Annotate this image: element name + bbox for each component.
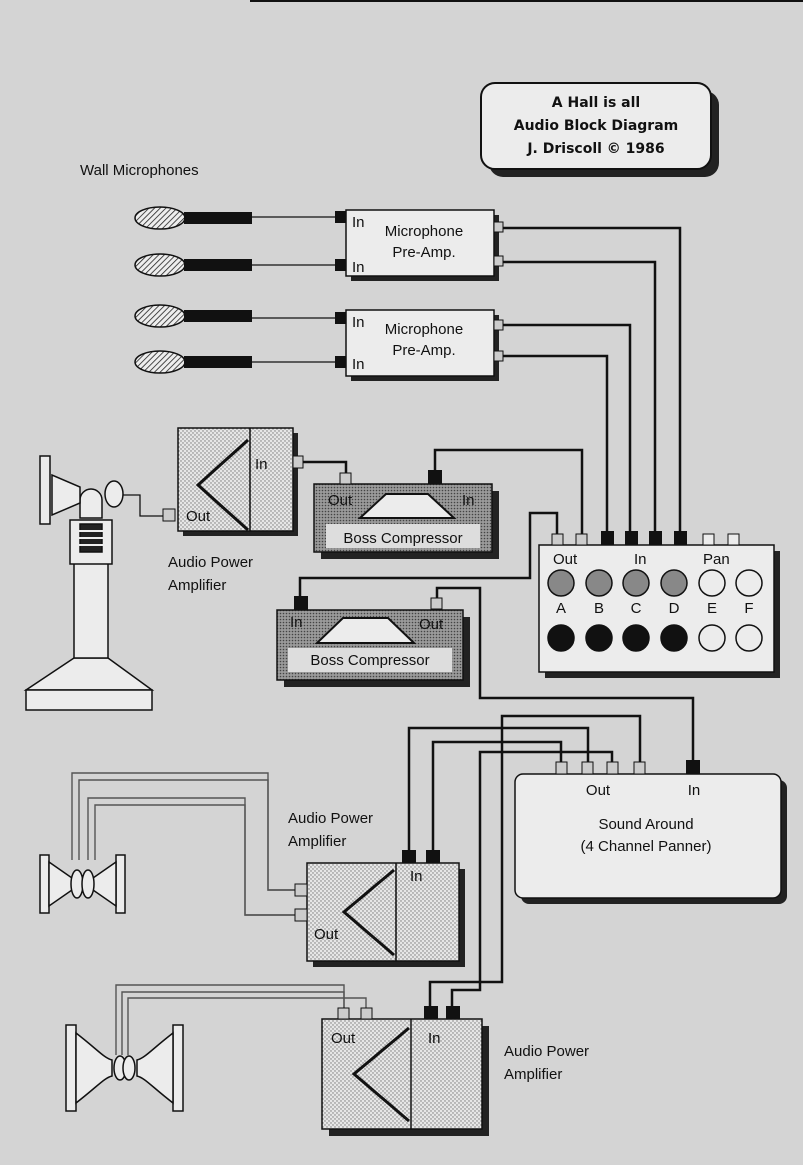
pan-knob-e — [698, 569, 726, 597]
double-horn-speaker-icon — [65, 1024, 184, 1112]
amplifier-in-label: In — [255, 456, 268, 473]
compressor-name: Boss Compressor — [310, 652, 429, 669]
wire-amp1-out-horn — [122, 494, 163, 517]
level-knob-e — [698, 624, 726, 652]
level-knob-c — [622, 624, 650, 652]
preamp-in-label: In — [352, 259, 365, 276]
sound-around-subtitle: (4 Channel Panner) — [581, 838, 712, 855]
mixer-in-label: In — [634, 551, 647, 568]
pan-knob-a — [547, 569, 575, 597]
wire-mixer-out-comp2-in — [298, 511, 559, 598]
thin-wiring — [122, 216, 335, 517]
compressor-out-label: Out — [419, 616, 444, 633]
preamp-2: In In Microphone Pre-Amp. — [335, 309, 504, 381]
amplifier-out-label: Out — [331, 1030, 356, 1047]
channel-label-e: E — [707, 600, 717, 617]
level-knob-d — [660, 624, 688, 652]
preamp-subtitle: Pre-Amp. — [392, 244, 455, 261]
title-line-2: Audio Block Diagram — [514, 118, 679, 134]
preamp-in-label: In — [352, 356, 365, 373]
wiring — [298, 226, 695, 1008]
microphone-icon — [134, 206, 252, 230]
wire-preamp2-out1-mixer-b — [502, 323, 632, 537]
amplifier-label-line1: Audio Power — [504, 1043, 589, 1060]
wire-sa-out2-amp2-in1 — [407, 726, 590, 850]
compressor-in-label: In — [462, 492, 475, 509]
amplifier-label-line1: Audio Power — [168, 554, 253, 571]
boss-compressor-2: In Out Boss Compressor — [276, 596, 470, 687]
preamp-title: Microphone — [385, 223, 463, 240]
preamp-in-label: In — [352, 214, 365, 231]
boss-compressor-1: Out In Boss Compressor — [313, 470, 499, 559]
preamp-in-label: In — [352, 314, 365, 331]
title-box: A Hall is all Audio Block Diagram J. Dri… — [480, 82, 719, 177]
wire-preamp1-out2-mixer-c — [502, 260, 657, 537]
wire-sa-out3-amp3-in2 — [450, 750, 614, 1008]
compressor-out-label: Out — [328, 492, 353, 509]
level-knob-b — [585, 624, 613, 652]
pan-knob-b — [585, 569, 613, 597]
channel-label-a: A — [556, 600, 566, 617]
pan-knob-f — [735, 569, 763, 597]
amplifier-out-label: Out — [186, 508, 211, 525]
amplifier-label-line1: Audio Power — [288, 810, 373, 827]
wall-microphones — [134, 206, 252, 374]
compressor-name: Boss Compressor — [343, 530, 462, 547]
amplifier-label-line2: Amplifier — [504, 1066, 562, 1083]
wire-preamp2-out2-mixer-a — [502, 354, 609, 537]
level-knob-a — [547, 624, 575, 652]
wire-mixer-comp1-in — [433, 448, 584, 537]
amplifier-in-label: In — [428, 1030, 441, 1047]
preamp-1: In In Microphone Pre-Amp. — [335, 209, 504, 281]
mixer-out-label: Out — [553, 551, 578, 568]
wire-comp2-out-sa-in — [435, 586, 695, 765]
preamp-title: Microphone — [385, 321, 463, 338]
wire-sa-out4-amp3-in1 — [428, 714, 642, 1008]
amplifier-2: Audio Power Amplifier In Out — [288, 810, 465, 967]
level-knob-f — [735, 624, 763, 652]
amplifier-label-line2: Amplifier — [168, 577, 226, 594]
preamp-subtitle: Pre-Amp. — [392, 342, 455, 359]
channel-label-f: F — [744, 600, 753, 617]
wire-preamp1-out1-mixer-d — [502, 226, 682, 537]
pan-knob-d — [660, 569, 688, 597]
amplifier-3: Out In Audio Power Amplifier — [321, 1006, 589, 1136]
amplifier-out-label: Out — [314, 926, 339, 943]
compressor-in-label: In — [290, 614, 303, 631]
mixer-pan-label: Pan — [703, 551, 730, 568]
wire-comp1-out-amp1-in — [302, 460, 348, 476]
channel-label-c: C — [631, 600, 642, 617]
speaker-wiring — [71, 772, 367, 1055]
amplifier-in-label: In — [410, 868, 423, 885]
channel-label-b: B — [594, 600, 604, 617]
sound-around-in-label: In — [688, 782, 701, 799]
title-line-3: J. Driscoll © 1986 — [526, 141, 664, 157]
channel-label-d: D — [669, 600, 680, 617]
sound-around-panner: Out In Sound Around (4 Channel Panner) — [514, 760, 787, 904]
title-line-1: A Hall is all — [552, 95, 640, 111]
wall-microphones-label: Wall Microphones — [80, 162, 199, 179]
double-horn-speaker-icon — [39, 854, 126, 914]
amplifier-label-line2: Amplifier — [288, 833, 346, 850]
horn-speaker-stand-icon — [23, 455, 155, 711]
sound-around-title: Sound Around — [598, 816, 693, 833]
mixer-panner: Out In Pan A B C D E F — [538, 531, 780, 678]
microphone-icon — [134, 304, 252, 328]
sound-around-out-label: Out — [586, 782, 611, 799]
amplifier-1: In Out Audio Power Amplifier — [162, 427, 304, 594]
microphone-icon — [134, 253, 252, 277]
microphone-icon — [134, 350, 252, 374]
wire-sa-out1-amp2-in2 — [431, 740, 563, 850]
pan-knob-c — [622, 569, 650, 597]
